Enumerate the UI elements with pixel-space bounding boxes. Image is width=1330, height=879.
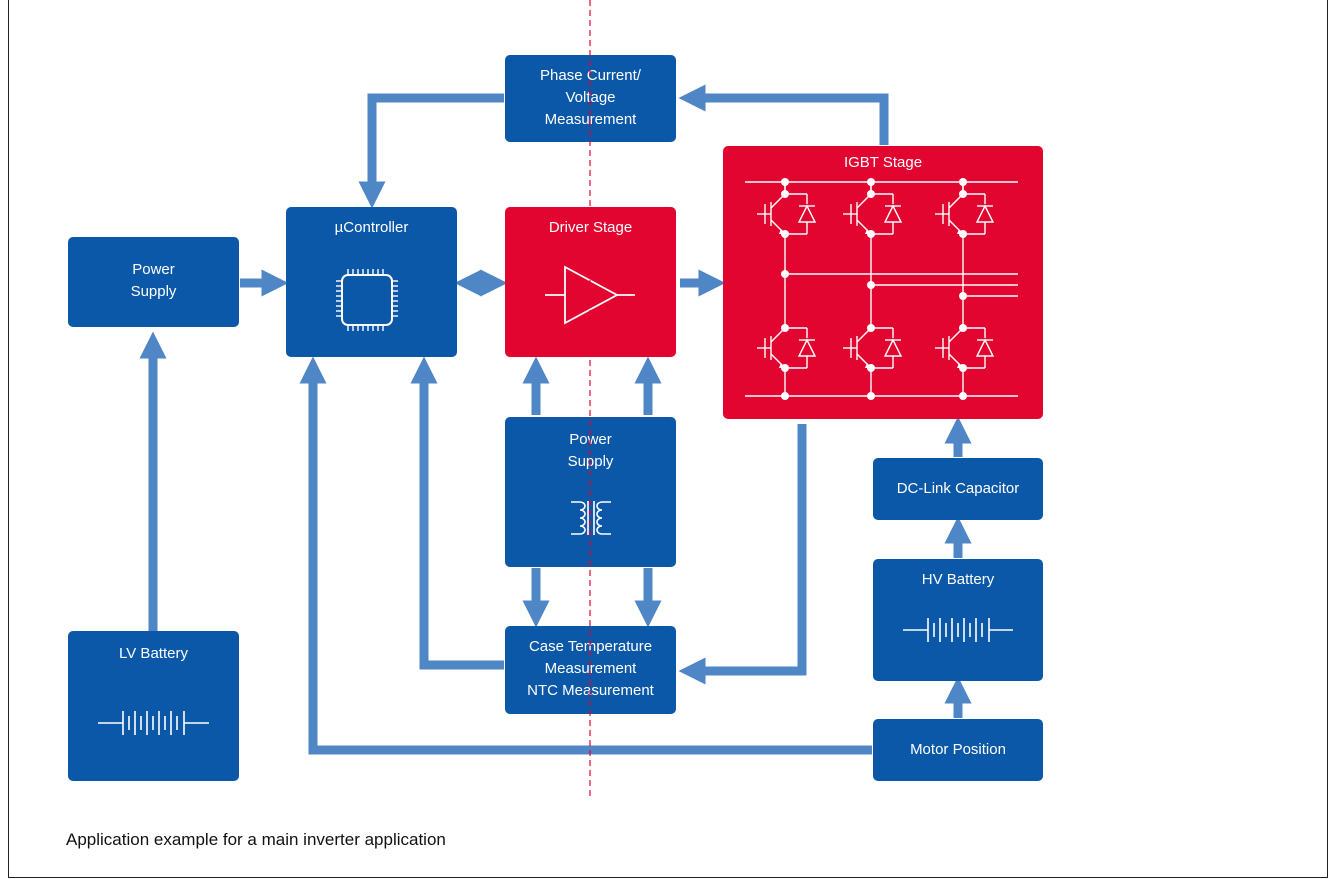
case-temperature-label: Case Temperature Measurement NTC Measure… bbox=[527, 638, 654, 699]
dc-link-capacitor-block: DC-Link Capacitor bbox=[873, 458, 1043, 520]
hv-battery-label: HV Battery bbox=[921, 571, 995, 588]
case-temperature-block: Case Temperature Measurement NTC Measure… bbox=[505, 626, 676, 714]
amplifier-icon bbox=[545, 265, 635, 325]
igbt-stage-block: IGBT Stage bbox=[723, 146, 1043, 419]
lv-battery-label: LV Battery bbox=[119, 645, 188, 662]
battery-icon bbox=[903, 618, 1013, 642]
phase-measurement-label: Phase Current/ Voltage Measurement bbox=[540, 67, 641, 128]
figure-caption: Application example for a main inverter … bbox=[66, 830, 446, 849]
phase-measurement-block: Phase Current/ Voltage Measurement bbox=[505, 55, 676, 142]
diagram-frame bbox=[8, 0, 1328, 878]
battery-icon bbox=[98, 711, 209, 735]
power-supply-label: Power Supply bbox=[130, 261, 177, 300]
dc-link-capacitor-label: DC-Link Capacitor bbox=[896, 480, 1020, 497]
ucontroller-block: µController bbox=[286, 207, 457, 357]
ucontroller-label: µController bbox=[334, 219, 409, 236]
arrow-igbt-to-casetemp bbox=[678, 424, 807, 685]
driver-stage-block: Driver Stage bbox=[505, 207, 676, 357]
arrow-casetemp-to-controller bbox=[410, 356, 504, 670]
hv-battery-block: HV Battery bbox=[873, 559, 1043, 681]
arrow-phase-to-controller bbox=[358, 93, 504, 209]
motor-position-block: Motor Position bbox=[873, 719, 1043, 781]
igbt-bridge-icon bbox=[745, 178, 1018, 400]
motor-position-label: Motor Position bbox=[910, 741, 1006, 758]
power-supply-mid-block: Power Supply bbox=[505, 417, 676, 567]
transformer-icon bbox=[571, 501, 611, 535]
power-supply-block: Power Supply bbox=[68, 237, 239, 327]
igbt-stage-label: IGBT Stage bbox=[843, 154, 923, 171]
arrow-igbt-to-phase bbox=[678, 84, 889, 145]
lv-battery-block: LV Battery bbox=[68, 631, 239, 781]
microchip-icon bbox=[336, 269, 398, 331]
arrow-motor-to-controller bbox=[299, 356, 872, 755]
